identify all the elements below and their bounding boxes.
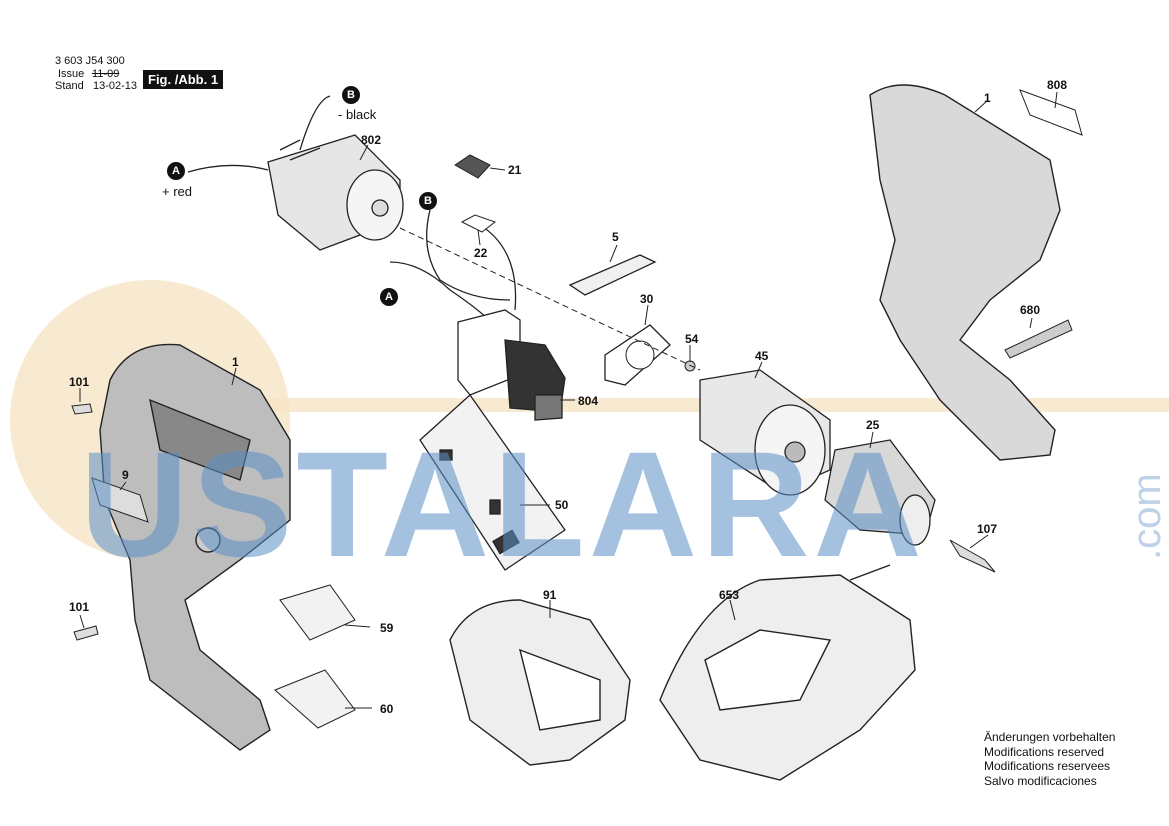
- connector-a-marker: A: [167, 162, 185, 180]
- connector-a2-marker: A: [380, 288, 398, 306]
- part-45-label: 45: [755, 349, 769, 363]
- part-22-label: 22: [474, 246, 488, 260]
- motor-part: [267, 134, 404, 251]
- part-25-label: 25: [866, 418, 880, 432]
- note-en: Modifications reserved: [984, 744, 1105, 759]
- connector-b-marker: B: [342, 86, 360, 104]
- part-9-label: 9: [122, 468, 129, 482]
- part-5-label: 5: [612, 230, 619, 244]
- charger-part: [659, 564, 916, 781]
- watermark-text: USTALARA: [80, 420, 926, 588]
- battery-part: [449, 599, 631, 766]
- part-60-label: 60: [380, 702, 394, 716]
- stand-value: 13-02-13: [93, 80, 138, 92]
- housing-right-part: [869, 84, 1061, 461]
- part-802-label: 802: [361, 133, 382, 147]
- switch-module-part: [457, 309, 566, 421]
- part-804-label: 804: [578, 394, 599, 408]
- part-101-bottom-label: 101: [69, 600, 90, 614]
- connector-a-text: + red: [162, 184, 192, 199]
- watermark-bar: [150, 398, 1169, 412]
- note-fr: Modifications reservees: [984, 759, 1111, 773]
- modification-notes: Änderungen vorbehalten Modifications res…: [984, 730, 1115, 788]
- part-21-label: 21: [508, 163, 522, 177]
- part-91-label: 91: [543, 588, 557, 602]
- note-es: Salvo modificaciones: [984, 773, 1097, 788]
- circuit-board-part: [419, 394, 566, 571]
- part-653-label: 653: [719, 588, 740, 602]
- part-30-label: 30: [640, 292, 654, 306]
- part-59-label: 59: [380, 621, 394, 635]
- issue-value: 11-09: [92, 68, 120, 80]
- connector-b-text: - black: [338, 107, 377, 122]
- part-1-right-label: 1: [984, 91, 991, 105]
- part-101-top-label: 101: [69, 375, 90, 389]
- stand-label: Stand: [55, 80, 84, 92]
- svg-text:.com: .com: [1125, 473, 1169, 560]
- doc-number: 3 603 J54 300: [55, 55, 125, 67]
- issue-label: Issue: [58, 68, 85, 80]
- connector-b2-marker: B: [419, 192, 437, 210]
- part-50-label: 50: [555, 498, 569, 512]
- chuck-part: [824, 439, 936, 546]
- part-1-left-label: 1: [232, 355, 239, 369]
- part-808-label: 808: [1047, 78, 1068, 92]
- housing-left-part: [99, 343, 291, 751]
- figure-label: Fig. /Abb. 1: [143, 70, 224, 89]
- part-680-label: 680: [1020, 303, 1041, 317]
- gearbox-part: [699, 369, 831, 496]
- part-107-label: 107: [977, 522, 998, 536]
- note-de: Änderungen vorbehalten: [984, 730, 1116, 744]
- part-54-label: 54: [685, 332, 699, 346]
